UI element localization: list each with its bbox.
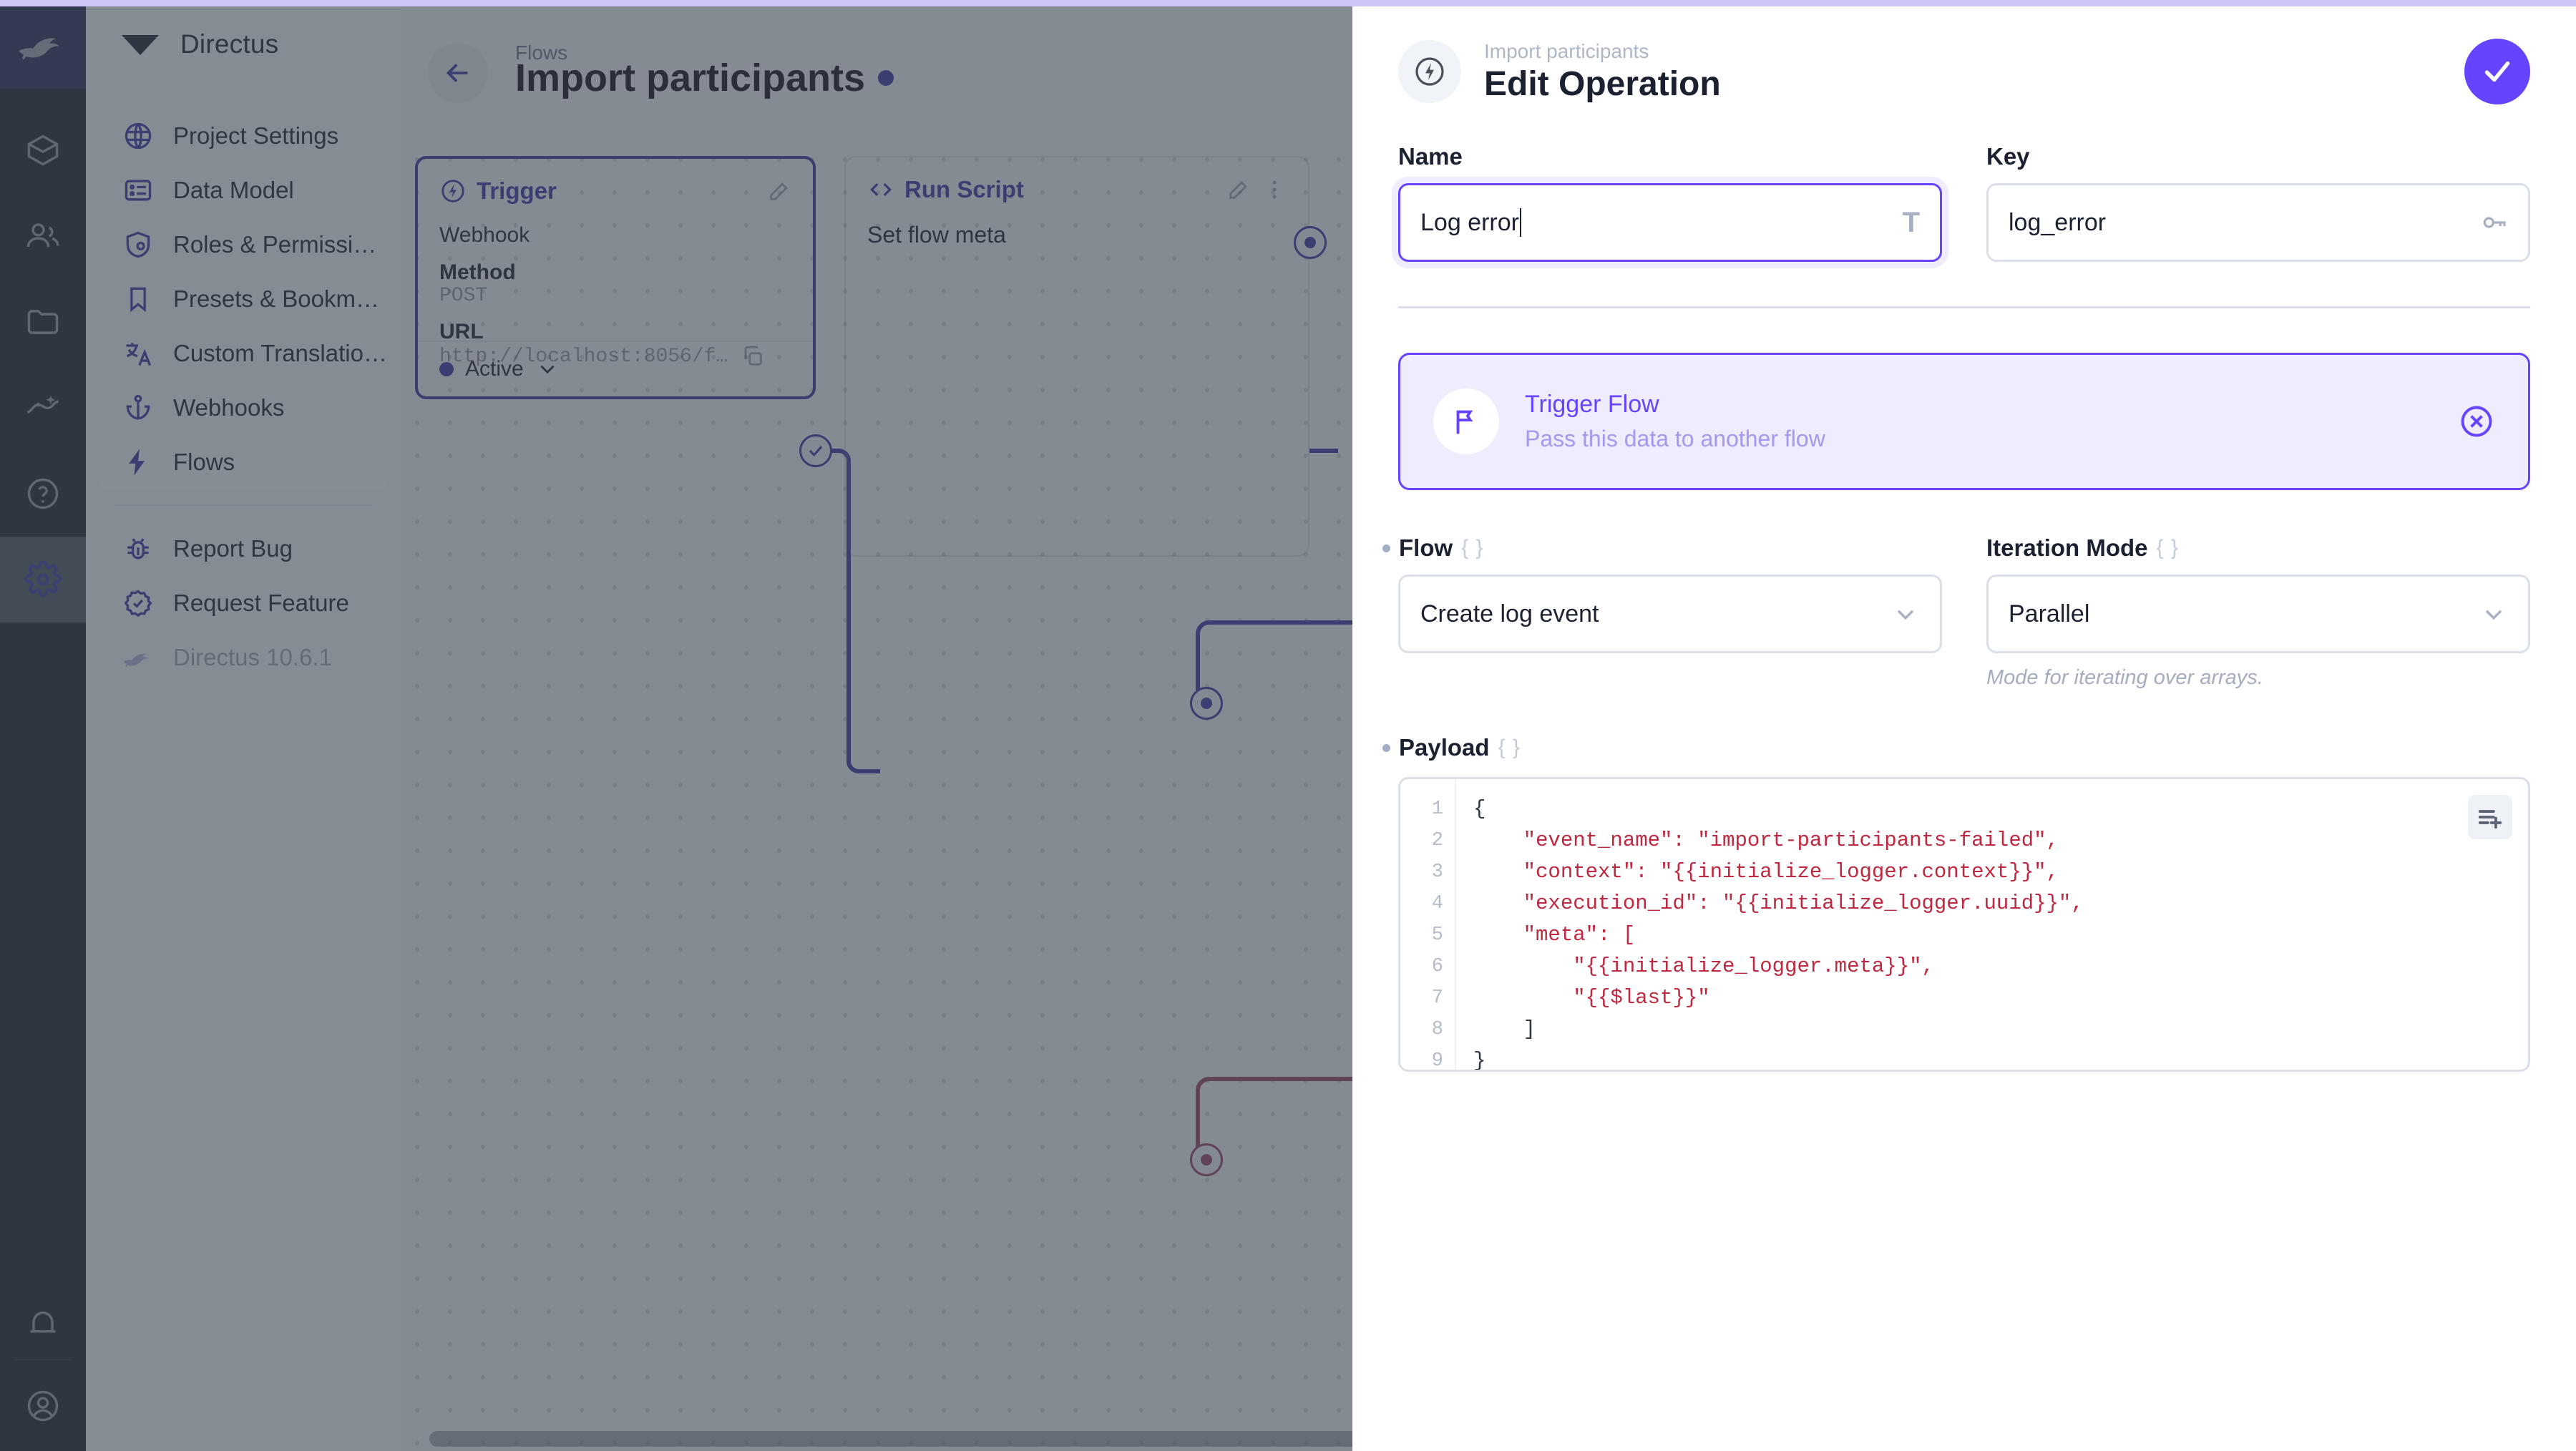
editor-line-number: 1 bbox=[1431, 798, 1443, 820]
loading-progress-bar bbox=[0, 0, 2576, 6]
flow-select[interactable]: Create log event bbox=[1398, 575, 1942, 653]
name-input-value: Log error bbox=[1420, 208, 1519, 236]
section-divider bbox=[1398, 306, 2530, 308]
operation-type-card[interactable]: Trigger Flow Pass this data to another f… bbox=[1398, 353, 2530, 490]
close-circle-icon bbox=[2461, 406, 2492, 437]
operation-badge bbox=[1433, 389, 1499, 454]
list-add-icon bbox=[2478, 810, 2502, 829]
modal-dim-overlay[interactable] bbox=[0, 0, 1352, 1451]
key-icon bbox=[2483, 217, 2506, 228]
payload-label-text: Payload bbox=[1399, 734, 1490, 761]
braces-icon[interactable]: { } bbox=[1498, 736, 1521, 759]
name-field-label: Name bbox=[1398, 143, 1942, 170]
flow-field-label: Flow { } bbox=[1382, 534, 1942, 562]
iteration-mode-select[interactable]: Parallel bbox=[1986, 575, 2530, 653]
editor-line-number: 3 bbox=[1431, 861, 1443, 883]
editor-line-number: 6 bbox=[1431, 956, 1443, 977]
name-trailing-icon[interactable]: T bbox=[1903, 208, 1920, 237]
editor-code-line: "{{$last}}" bbox=[1473, 986, 1710, 1010]
save-button[interactable] bbox=[2464, 39, 2530, 104]
key-input[interactable]: log_error bbox=[1986, 183, 2530, 262]
bolt-circle-icon bbox=[1415, 57, 1444, 86]
key-input-value: log_error bbox=[2009, 208, 2107, 236]
editor-code-line: } bbox=[1473, 1049, 1486, 1072]
payload-code-editor[interactable]: 1 2 3 4 5 6 7 8 9 { "event_name": "import-partic… bbox=[1398, 777, 2530, 1072]
editor-code-line: "event_name": "import-participants-faile… bbox=[1473, 829, 2059, 852]
flow-label-text: Flow bbox=[1399, 534, 1453, 561]
edit-operation-drawer[interactable]: Import participants Edit Operation Name … bbox=[1352, 0, 2576, 1451]
flow-iteration-row: Flow { } Create log event Iteration Mode… bbox=[1382, 534, 2530, 690]
payload-field-label: Payload { } bbox=[1382, 734, 2530, 761]
panel-header: Import participants Edit Operation bbox=[1352, 0, 2576, 143]
text-caret bbox=[1519, 208, 1521, 237]
flag-icon bbox=[1456, 410, 1473, 434]
editor-code-line: { bbox=[1473, 797, 1486, 821]
iteration-mode-value: Parallel bbox=[2009, 600, 2090, 627]
editor-code-line: "meta": [ bbox=[1473, 923, 1636, 947]
chevron-down-icon bbox=[1891, 600, 1920, 628]
operation-type-icon-wrap bbox=[1398, 40, 1461, 103]
editor-code-line: "{{initialize_logger.meta}}", bbox=[1473, 954, 1934, 978]
braces-icon[interactable]: { } bbox=[2156, 536, 2179, 560]
payload-section: Payload { } 1 2 3 4 5 6 7 8 9 { "event_name": "i… bbox=[1382, 734, 2530, 1072]
name-input[interactable]: Log error T bbox=[1398, 183, 1942, 262]
editor-line-number: 9 bbox=[1431, 1050, 1443, 1072]
panel-breadcrumb: Import participants bbox=[1484, 39, 1649, 62]
check-icon bbox=[2484, 61, 2510, 82]
key-trailing-icon[interactable] bbox=[2479, 208, 2508, 237]
editor-line-number: 7 bbox=[1431, 987, 1443, 1009]
iteration-mode-field-label: Iteration Mode { } bbox=[1986, 534, 2530, 562]
editor-gutter: 1 2 3 4 5 6 7 8 9 bbox=[1400, 779, 1456, 1070]
key-label-text: Key bbox=[1986, 143, 2030, 170]
editor-insert-button[interactable] bbox=[2468, 795, 2512, 839]
iteration-mode-hint: Mode for iterating over arrays. bbox=[1986, 666, 2263, 689]
editor-line-number: 2 bbox=[1431, 830, 1443, 851]
editor-line-number: 5 bbox=[1431, 924, 1443, 946]
editor-line-number: 4 bbox=[1431, 893, 1443, 914]
braces-icon[interactable]: { } bbox=[1461, 536, 1484, 560]
editor-code-line: "context": "{{initialize_logger.context}… bbox=[1473, 860, 2059, 884]
panel-title: Edit Operation bbox=[1484, 64, 1721, 103]
editor-code-line: ] bbox=[1473, 1017, 1536, 1041]
editor-code-line: "execution_id": "{{initialize_logger.uui… bbox=[1473, 891, 2084, 915]
name-key-row: Name Log error T Key log_error bbox=[1398, 143, 2530, 262]
editor-line-number: 8 bbox=[1431, 1019, 1443, 1040]
flow-select-value: Create log event bbox=[1420, 600, 1599, 627]
required-dot bbox=[1382, 743, 1390, 752]
iteration-mode-label-text: Iteration Mode bbox=[1986, 534, 2148, 561]
clear-operation-button[interactable] bbox=[2458, 403, 2495, 440]
editor-code[interactable]: { "event_name": "import-participants-fai… bbox=[1456, 779, 2528, 1070]
operation-card-title: Trigger Flow bbox=[1525, 391, 1659, 418]
required-dot bbox=[1382, 544, 1390, 552]
chevron-down-icon bbox=[2479, 600, 2508, 628]
key-field-label: Key bbox=[1986, 143, 2530, 170]
text-format-icon: T bbox=[1902, 207, 1920, 238]
name-label-text: Name bbox=[1398, 143, 1463, 170]
operation-card-subtitle: Pass this data to another flow bbox=[1525, 426, 1825, 451]
